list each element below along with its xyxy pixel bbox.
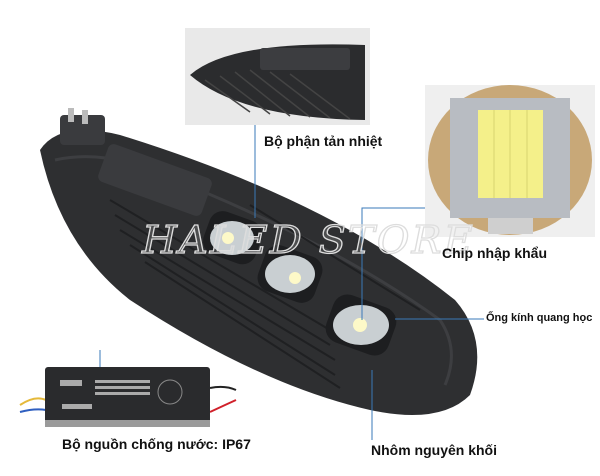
lens-3 [325, 294, 397, 356]
heatsink-inset-photo [185, 28, 370, 125]
power-driver [19, 367, 237, 427]
watermark: HALED STORE [141, 217, 475, 262]
label-driver: Bộ nguồn chống nước: IP67 [62, 436, 251, 452]
label-aluminum: Nhôm nguyên khối [371, 442, 497, 458]
lens-2 [257, 245, 323, 303]
label-heatsink: Bộ phận tản nhiệt [264, 133, 383, 149]
callout-lines [99, 125, 484, 440]
label-chip: Chip nhập khẩu [442, 245, 547, 261]
label-lens: Ống kính quang học [486, 312, 593, 324]
chip-inset-photo [425, 85, 595, 237]
lens-1 [203, 211, 263, 265]
